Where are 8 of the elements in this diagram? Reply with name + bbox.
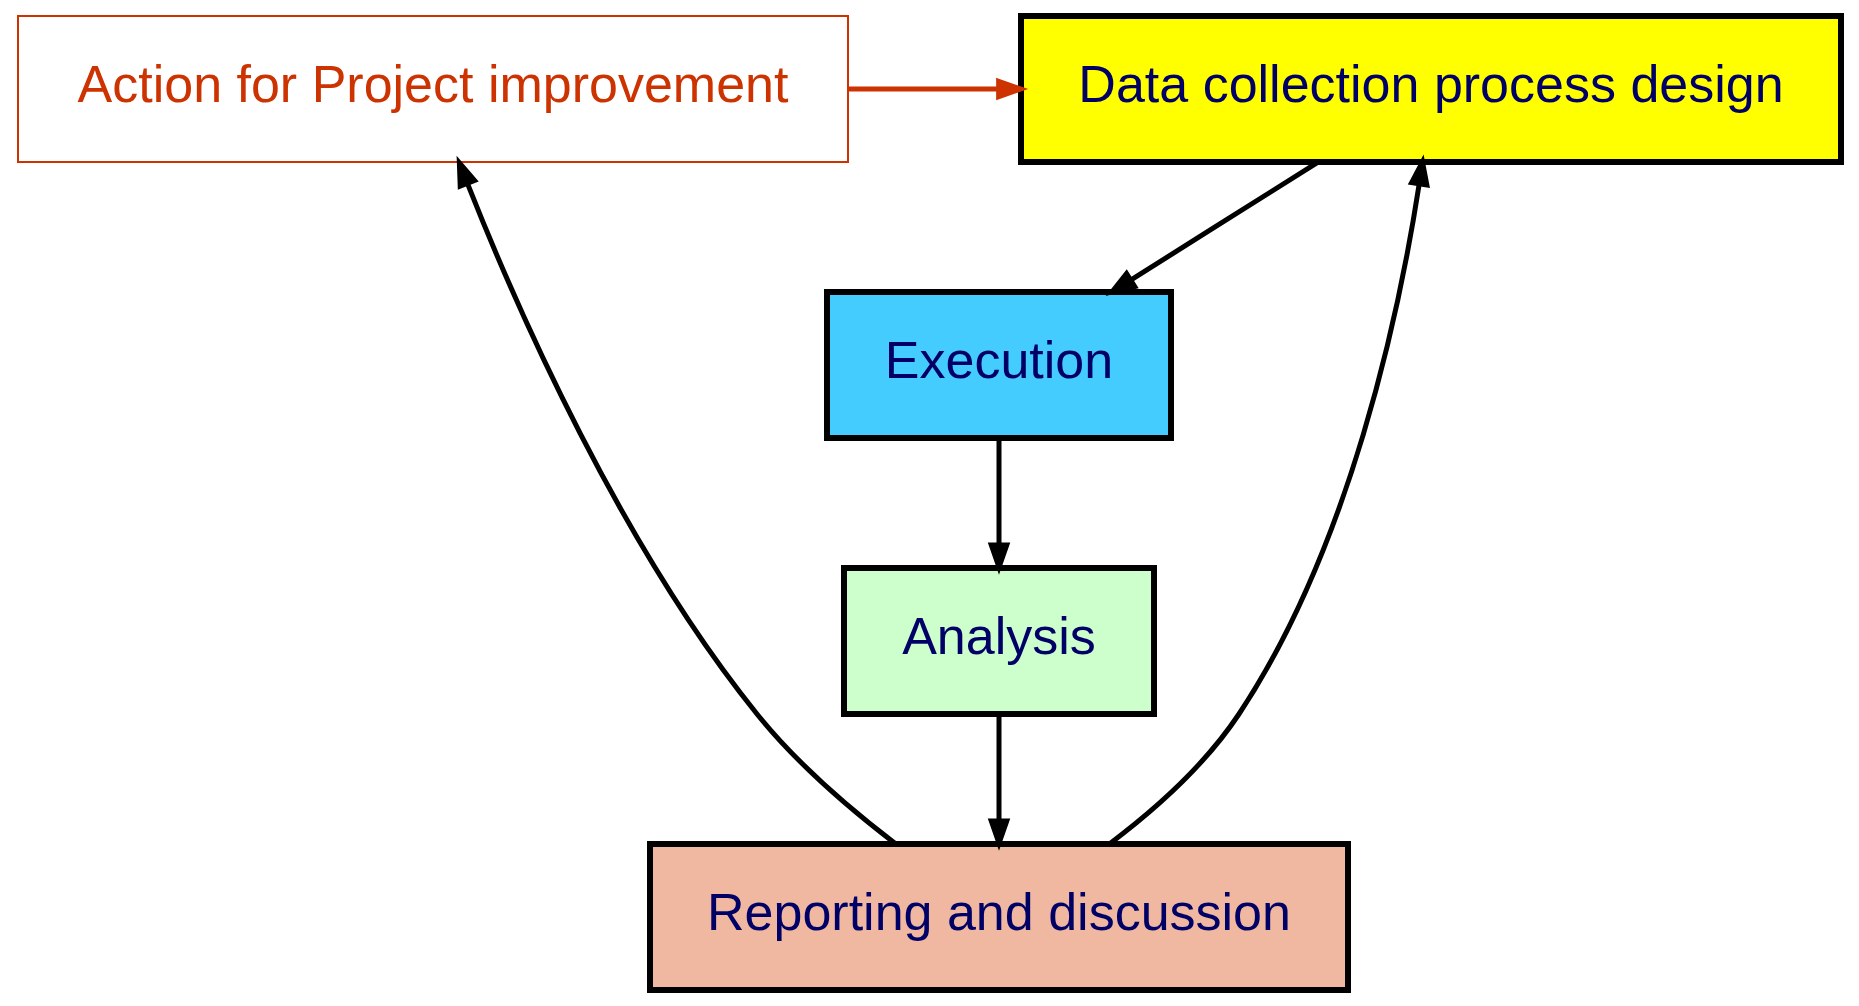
node-box: Action for Project improvement [17, 15, 849, 163]
node-box: Reporting and discussion [647, 841, 1351, 993]
arrow [987, 438, 1011, 575]
node-box: Execution [824, 289, 1174, 441]
arrow [987, 714, 1011, 851]
node-box: Analysis [841, 565, 1157, 717]
node-box: Data collection process design [1018, 13, 1844, 165]
arrow [848, 77, 1029, 101]
